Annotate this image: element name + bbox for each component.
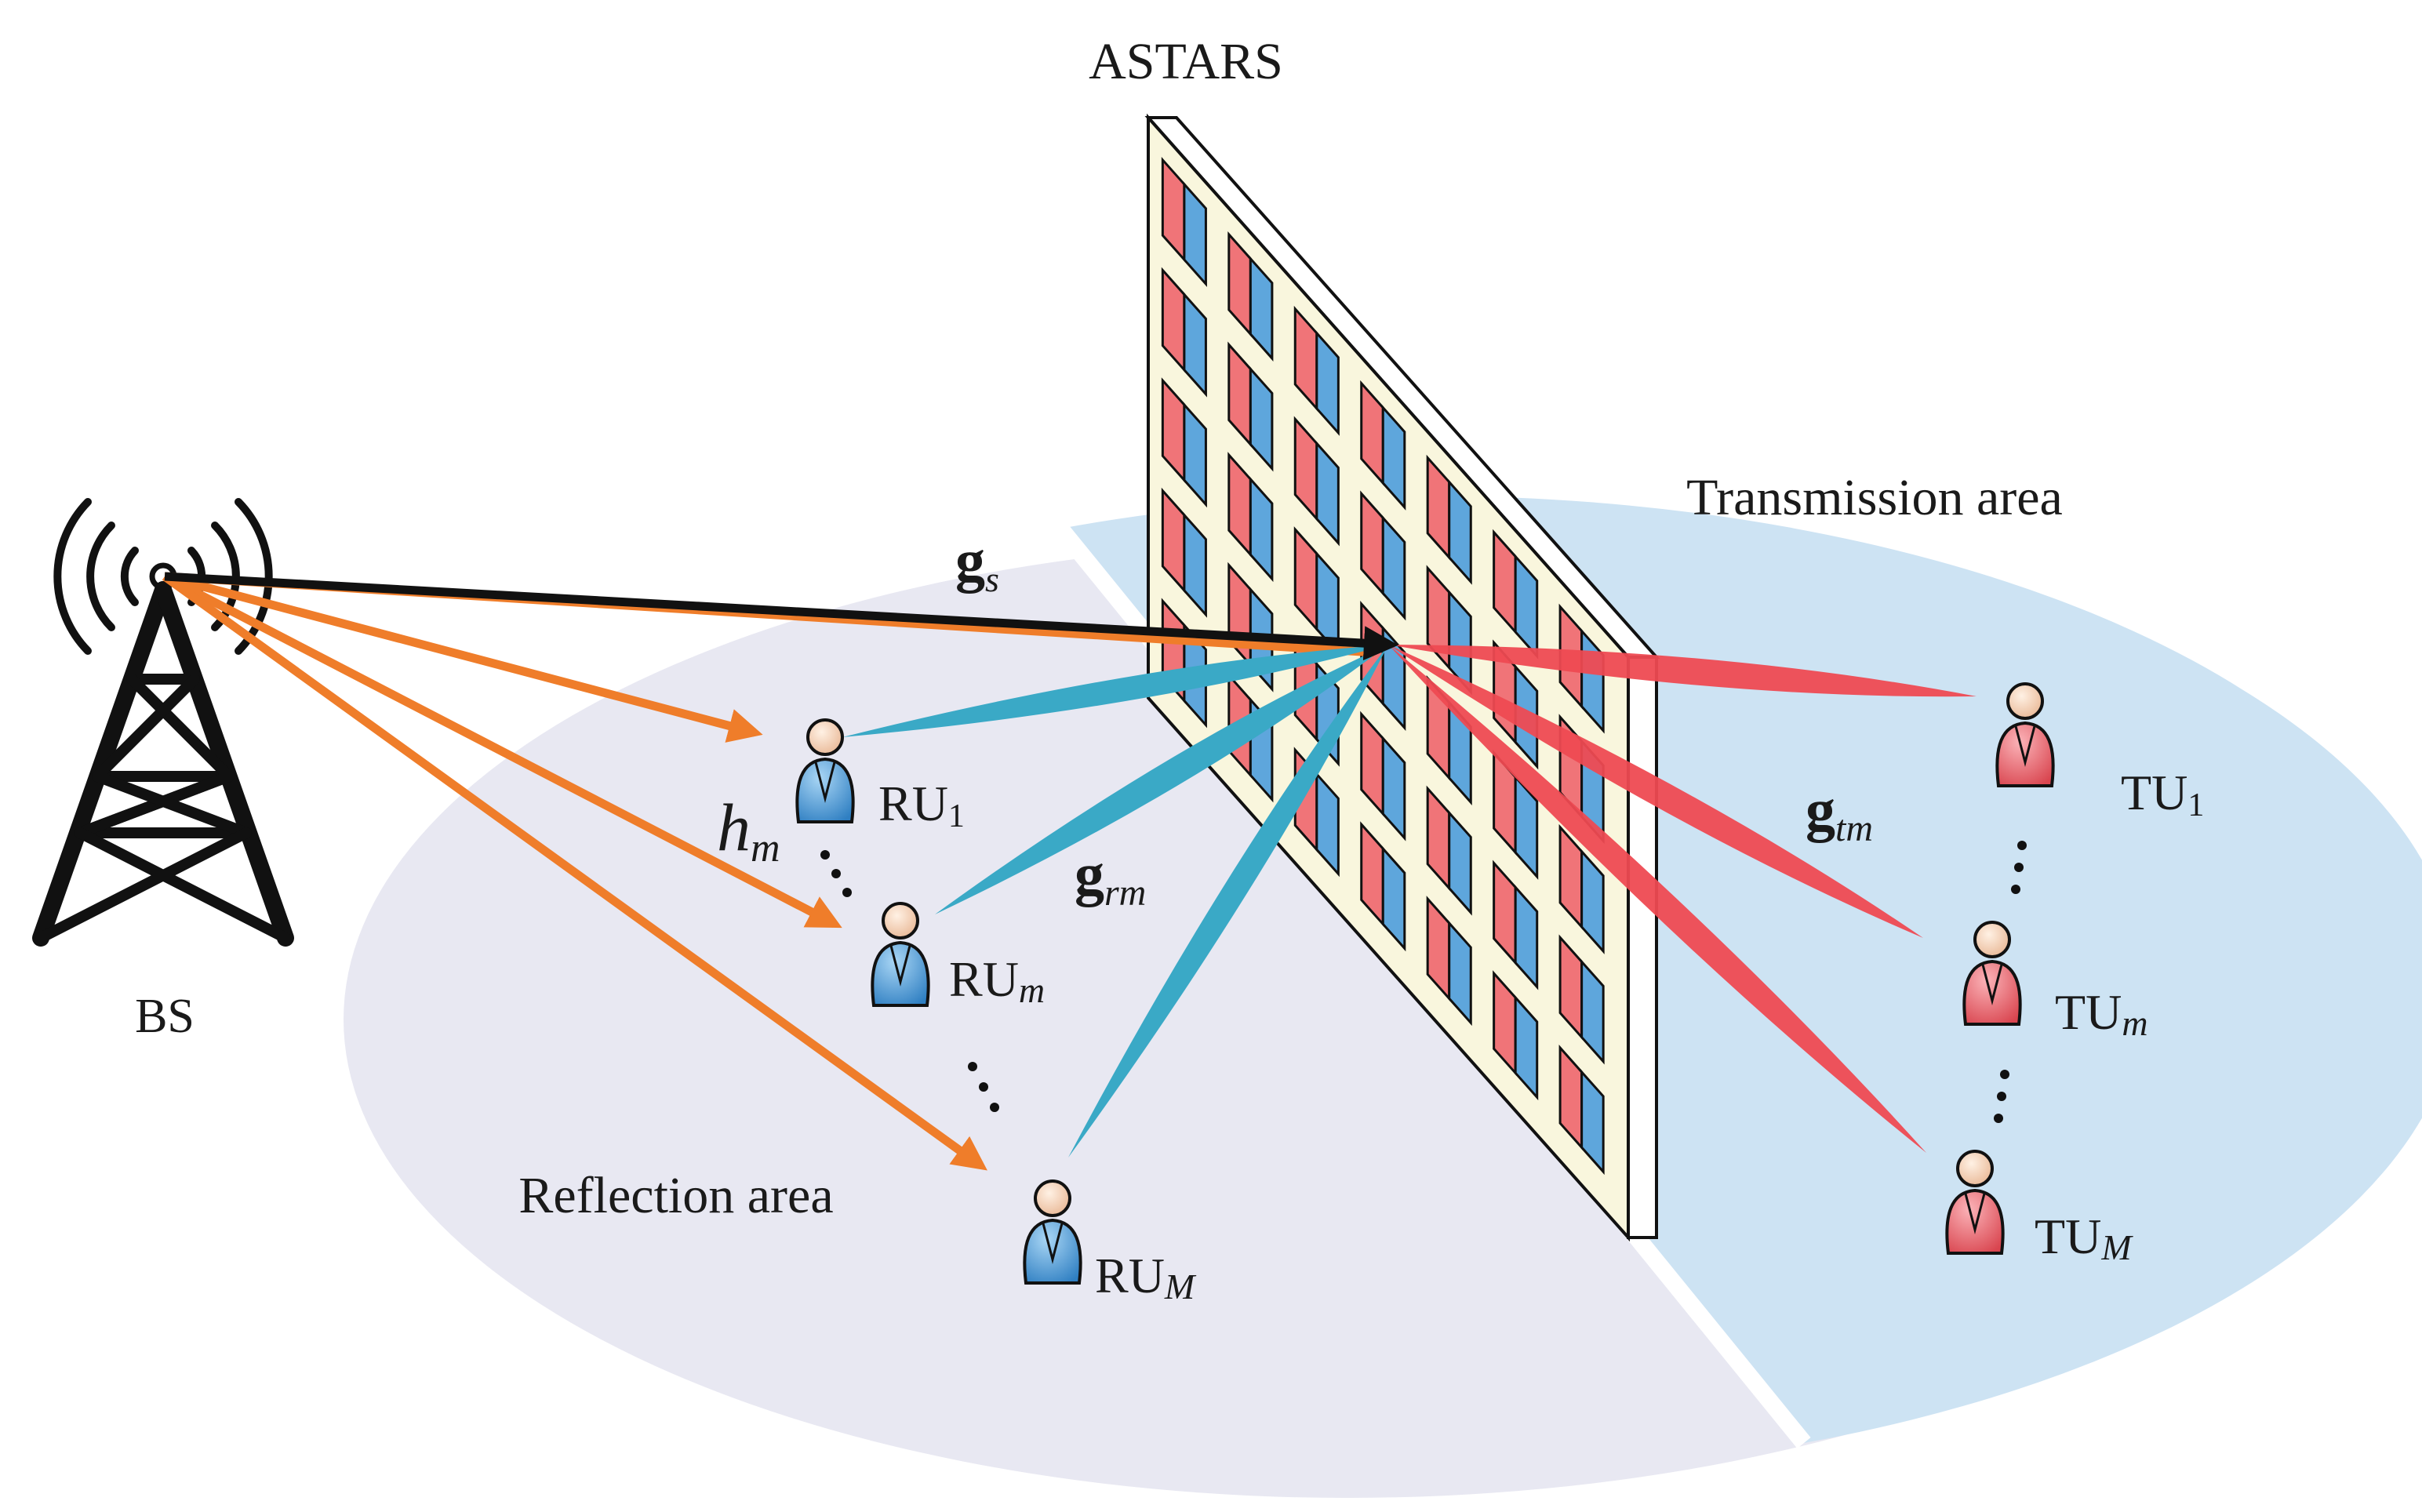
element-blue	[1183, 402, 1207, 508]
panel-elements	[1161, 156, 1605, 1176]
element-blue	[1580, 848, 1605, 954]
beam-from-rum	[935, 645, 1388, 914]
transmission-area-label: Transmission area	[1686, 469, 2063, 526]
channel-hm-label: hm	[717, 790, 780, 870]
element-blue	[1514, 884, 1539, 990]
panel-side-edge	[1627, 656, 1658, 1239]
astars-label: ASTARS	[1089, 33, 1283, 90]
transmission-beams	[1388, 645, 1977, 1153]
user-tu1-icon	[1995, 682, 2055, 787]
element-blue	[1381, 735, 1406, 841]
channel-grm-label: grm	[1075, 841, 1146, 914]
element-blue	[1381, 845, 1406, 952]
channel-gtm-label: gtm	[1806, 777, 1873, 849]
element-blue	[1448, 920, 1472, 1027]
element-blue	[1315, 329, 1340, 436]
tuM-label: TUM	[2035, 1209, 2133, 1267]
rum-label: RUm	[949, 951, 1045, 1010]
ruM-label: RUM	[1095, 1248, 1197, 1307]
astars-panel	[1144, 113, 1660, 1242]
bs-tower-icon	[32, 498, 294, 947]
element-blue	[1580, 1069, 1605, 1176]
element-blue	[1514, 773, 1539, 880]
element-blue	[1183, 291, 1207, 398]
element-blue	[1381, 514, 1406, 621]
user-tuM-icon	[1945, 1150, 2005, 1255]
user-ru1-icon	[795, 718, 855, 823]
link-bs-ruM	[162, 572, 987, 1171]
element-blue	[1249, 255, 1274, 362]
beam-from-ruM	[1068, 645, 1388, 1158]
element-blue	[1249, 476, 1274, 583]
user-rum-icon	[871, 902, 930, 1007]
beam-to-tu1	[1388, 645, 1977, 697]
beam-from-ru1	[842, 645, 1388, 737]
element-blue	[1249, 365, 1274, 472]
element-blue	[1315, 440, 1340, 547]
users	[795, 682, 2055, 1285]
element-blue	[1183, 180, 1207, 288]
base-station	[32, 498, 294, 947]
direct-link-gs	[164, 572, 1398, 661]
bs-label: BS	[135, 990, 195, 1043]
element-blue	[1448, 809, 1472, 916]
user-ruM-icon	[1023, 1179, 1082, 1285]
beam-to-tum	[1388, 645, 1923, 938]
continuation-dots	[820, 841, 2027, 1123]
reflection-area-label: Reflection area	[518, 1167, 833, 1224]
beam-to-tuM	[1388, 645, 1926, 1153]
channel-gs-label: gs	[955, 528, 999, 599]
tu1-label: TU1	[2121, 765, 2204, 823]
element-blue	[1315, 771, 1340, 878]
element-blue	[1580, 958, 1605, 1065]
element-blue	[1183, 511, 1207, 618]
user-tum-icon	[1962, 921, 2022, 1026]
element-blue	[1448, 478, 1472, 585]
ru1-label: RU1	[878, 776, 965, 834]
link-bs-rum	[162, 572, 842, 929]
link-bs-ru1	[163, 572, 763, 743]
tum-label: TUm	[2055, 984, 2148, 1043]
element-blue	[1514, 994, 1539, 1101]
element-blue	[1381, 404, 1406, 511]
reflection-beams	[842, 645, 1388, 1158]
